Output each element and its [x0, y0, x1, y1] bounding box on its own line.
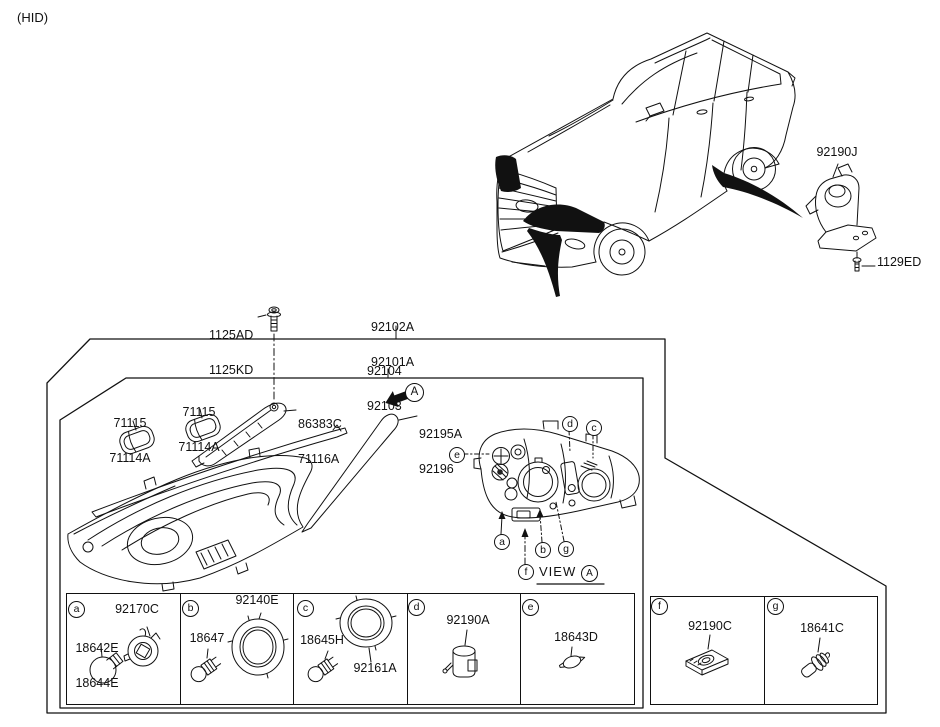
side-bracket-label-line2: 71116A — [298, 451, 340, 466]
headlamp-trim-parts — [91, 402, 418, 533]
view-direction-arrow — [385, 391, 409, 408]
unit-label: 92104 92103 — [367, 343, 402, 435]
headlamp-front-drawing — [67, 447, 313, 592]
inner-section-border — [59, 377, 644, 709]
legend-f-part1: 92190C — [688, 619, 732, 633]
unit-label-line1: 92104 — [367, 364, 402, 378]
callout-c-circle: c — [586, 420, 602, 436]
legend-a-part1: 92170C — [115, 602, 159, 616]
callout-leader-lines — [387, 325, 605, 585]
bracket-bolt-label: 1129ED — [877, 255, 922, 269]
direction-ref-circle: A — [405, 383, 424, 402]
vehicle-illustration — [495, 32, 803, 297]
legend-a-part2-line1: 18642E — [75, 641, 119, 655]
legend-part-drawings — [89, 595, 831, 684]
clip-rear-label-line1: 71115 — [182, 405, 216, 419]
legend-table-main — [66, 593, 635, 705]
legend-c-part1: 18645H — [300, 633, 344, 647]
callout-g-circle: g — [558, 541, 574, 557]
moulding-label: 92195A 92196 — [419, 406, 462, 498]
legend-ref-f: f — [651, 598, 668, 615]
mount-bolt-label-line1: 1125AD — [209, 328, 254, 342]
legend-a-part2: 18642E 18644E — [73, 620, 121, 712]
legend-cell-c — [294, 594, 408, 704]
callout-d-circle: d — [562, 416, 578, 432]
legend-ref-b: b — [182, 600, 199, 617]
mount-bolt-label-line2: 1125KD — [209, 362, 254, 377]
clip-front-label-line1: 71115 — [113, 416, 147, 430]
legend-b-part2: 18647 — [189, 631, 225, 645]
moulding-label-line1: 92195A — [419, 427, 463, 441]
legend-cell-d — [408, 594, 522, 704]
assembly-label-line2: 92101A — [371, 354, 415, 369]
assembly-label: 92102A 92101A — [371, 299, 414, 391]
legend-table-side — [650, 596, 878, 705]
legend-cell-a — [67, 594, 181, 704]
legend-ref-d: d — [408, 599, 425, 616]
legend-ref-c: c — [297, 600, 314, 617]
mounting-bracket-drawing — [805, 163, 877, 272]
side-bracket-label-line1: 86383C — [298, 417, 342, 431]
clip-front-label: 71115 71114A — [104, 395, 156, 487]
legend-b-part1: 92140E — [235, 593, 279, 607]
assembly-label-line1: 92102A — [371, 320, 415, 334]
legend-ref-g: g — [767, 598, 784, 615]
side-bracket-label: 86383C 71116A — [298, 396, 342, 488]
highlight-shapes — [495, 155, 803, 297]
legend-d-part1: 92190A — [446, 613, 490, 627]
clip-rear-label-line2: 71114A — [178, 439, 220, 454]
view-caption: VIEW — [539, 564, 577, 579]
outer-section-border — [46, 338, 887, 714]
legend-cell-b — [181, 594, 295, 704]
legend-ref-e: e — [522, 599, 539, 616]
moulding-label-line2: 92196 — [419, 461, 454, 476]
clip-rear-label: 71115 71114A — [173, 384, 225, 476]
unit-label-line2: 92103 — [367, 398, 402, 413]
view-ref-circle: A — [581, 565, 598, 582]
callout-b-circle: b — [535, 542, 551, 558]
legend-c-part2: 92161A — [353, 661, 397, 675]
legend-a-part2-line2: 18644E — [75, 675, 119, 690]
legend-cell-f — [651, 597, 765, 704]
bracket-label: 92190J — [816, 145, 858, 159]
callout-f-circle: f — [518, 564, 534, 580]
clip-front-label-line2: 71114A — [109, 450, 151, 465]
callout-a-circle: a — [494, 534, 510, 550]
legend-ref-a: a — [68, 601, 85, 618]
legend-cell-g — [765, 597, 878, 704]
mount-bolt-drawing — [257, 306, 281, 401]
legend-e-part1: 18643D — [554, 630, 598, 644]
variant-label: (HID) — [17, 10, 49, 25]
headlamp-rear-drawing — [473, 420, 640, 522]
mount-bolt-label: 1125AD 1125KD — [209, 307, 253, 399]
legend-g-part1: 18641C — [800, 621, 844, 635]
callout-e-circle: e — [449, 447, 465, 463]
